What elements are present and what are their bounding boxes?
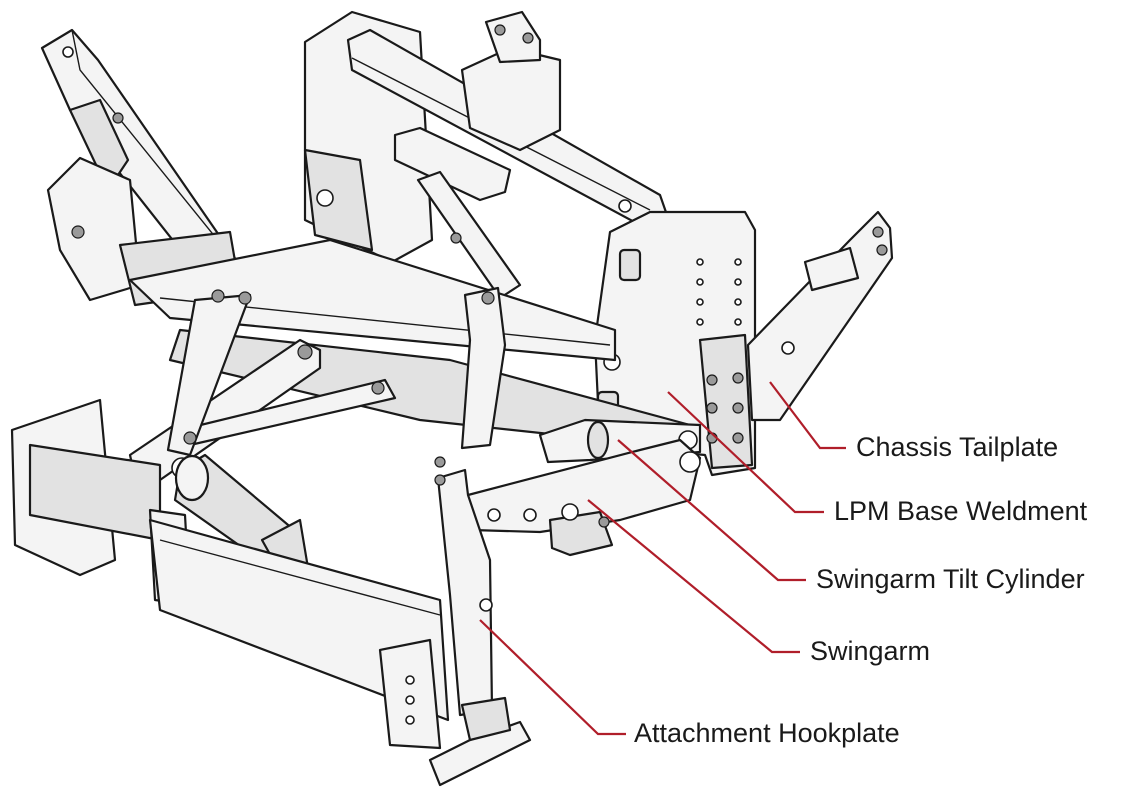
callout-swingarm: Swingarm bbox=[810, 636, 931, 666]
leader-lines bbox=[479, 381, 846, 736]
leader-swingarm bbox=[587, 499, 800, 654]
leader-lpm-base-weldment bbox=[667, 391, 824, 514]
callout-swingarm-tilt-cylinder: Swingarm Tilt Cylinder bbox=[816, 564, 1085, 594]
swingarm bbox=[466, 438, 702, 557]
center-diagonal-brace bbox=[393, 126, 522, 300]
front-linkage bbox=[128, 286, 507, 482]
callout-chassis-tailplate: Chassis Tailplate bbox=[856, 432, 1059, 462]
callout-lpm-base-weldment: LPM Base Weldment bbox=[834, 496, 1088, 526]
leader-attachment-hookplate bbox=[479, 619, 626, 736]
chassis-tailplate bbox=[746, 210, 894, 422]
callout-attachment-hookplate: Attachment Hookplate bbox=[634, 718, 900, 748]
rear-top-plate bbox=[460, 10, 562, 152]
leader-chassis-tailplate bbox=[769, 381, 846, 450]
leader-swingarm-tilt-cylinder bbox=[617, 439, 806, 582]
left-upright-arm bbox=[40, 28, 252, 302]
attachment-hookplate bbox=[10, 398, 532, 787]
